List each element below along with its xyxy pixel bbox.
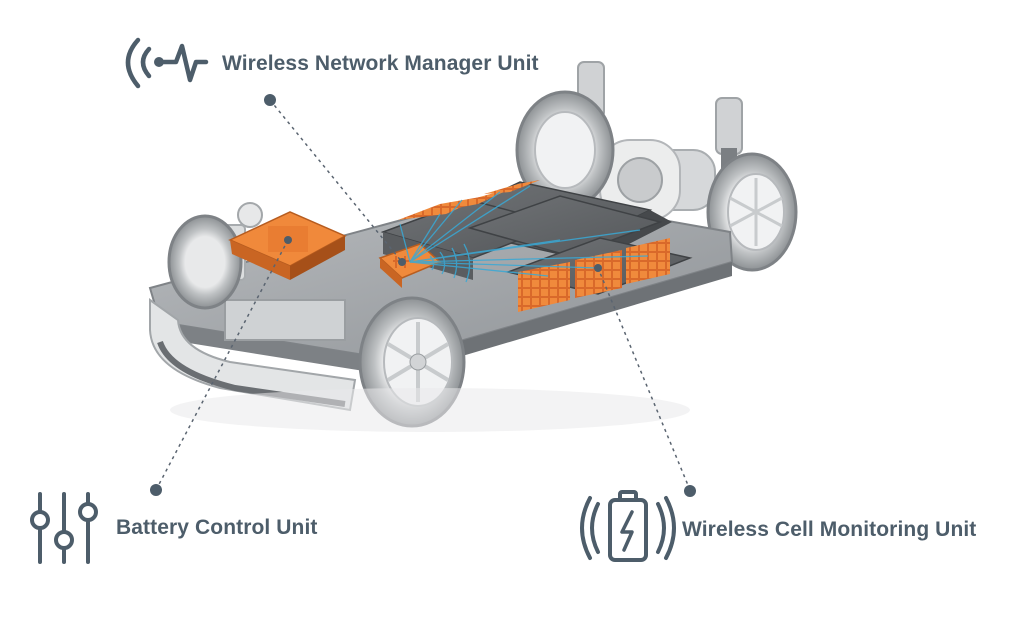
- label-battery-control-unit: Battery Control Unit: [116, 516, 318, 540]
- leader-dot-wcmu: [684, 485, 696, 497]
- leader-dot-wnmu: [264, 94, 276, 106]
- label-wireless-cell-monitoring-unit: Wireless Cell Monitoring Unit: [682, 518, 976, 542]
- leader-dot-bcu: [150, 484, 162, 496]
- control-sliders-icon: [32, 494, 96, 562]
- label-wireless-network-manager-unit: Wireless Network Manager Unit: [222, 52, 539, 76]
- wireless-signal-pulse-icon: [128, 40, 206, 86]
- front-left-wheel: [169, 216, 241, 308]
- wireless-battery-icon: [582, 492, 674, 560]
